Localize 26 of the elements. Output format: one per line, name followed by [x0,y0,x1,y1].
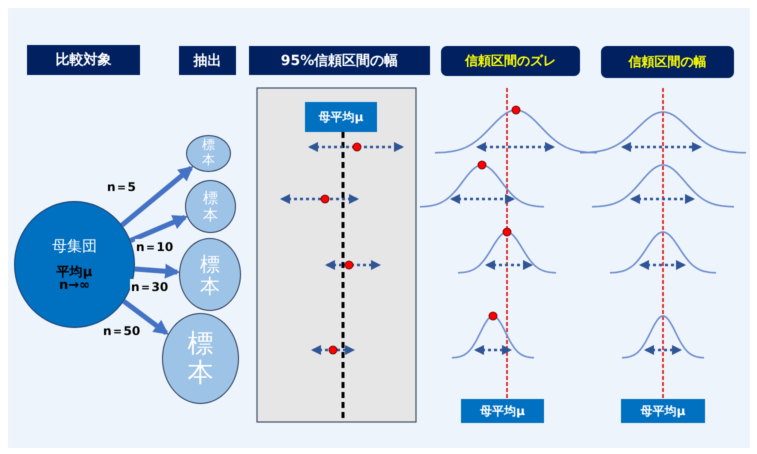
arrow [120,166,194,228]
node-label: 信頼区間の幅 [628,54,706,71]
mean-box [305,102,377,132]
mean-box [461,399,544,423]
header-box [249,46,430,75]
arrow [122,299,169,336]
node-label: 信頼区間のズレ [465,53,556,70]
node-label: 95%信頼区間の幅 [280,52,398,70]
node-label: 母集団 [52,237,97,256]
arrow [130,215,188,243]
node-label: 標本 [201,139,216,168]
node-label: 母平均μ [480,402,525,420]
node-text: 平均μ n→∞ [56,266,94,292]
header-box [179,46,236,75]
node-label: 比較対象 [56,51,112,69]
node-label: 標本 [199,252,221,296]
node-label: 母平均μ [318,108,364,126]
header-box [441,46,580,76]
mean-box [621,399,705,423]
header-box [601,46,734,78]
node-label: 標本 [202,190,219,223]
node-label: 標本 [186,330,214,388]
header-box [27,45,140,75]
node-label: 抽出 [194,52,222,70]
node-label: 母平均μ [640,402,686,420]
arrow [134,264,180,279]
